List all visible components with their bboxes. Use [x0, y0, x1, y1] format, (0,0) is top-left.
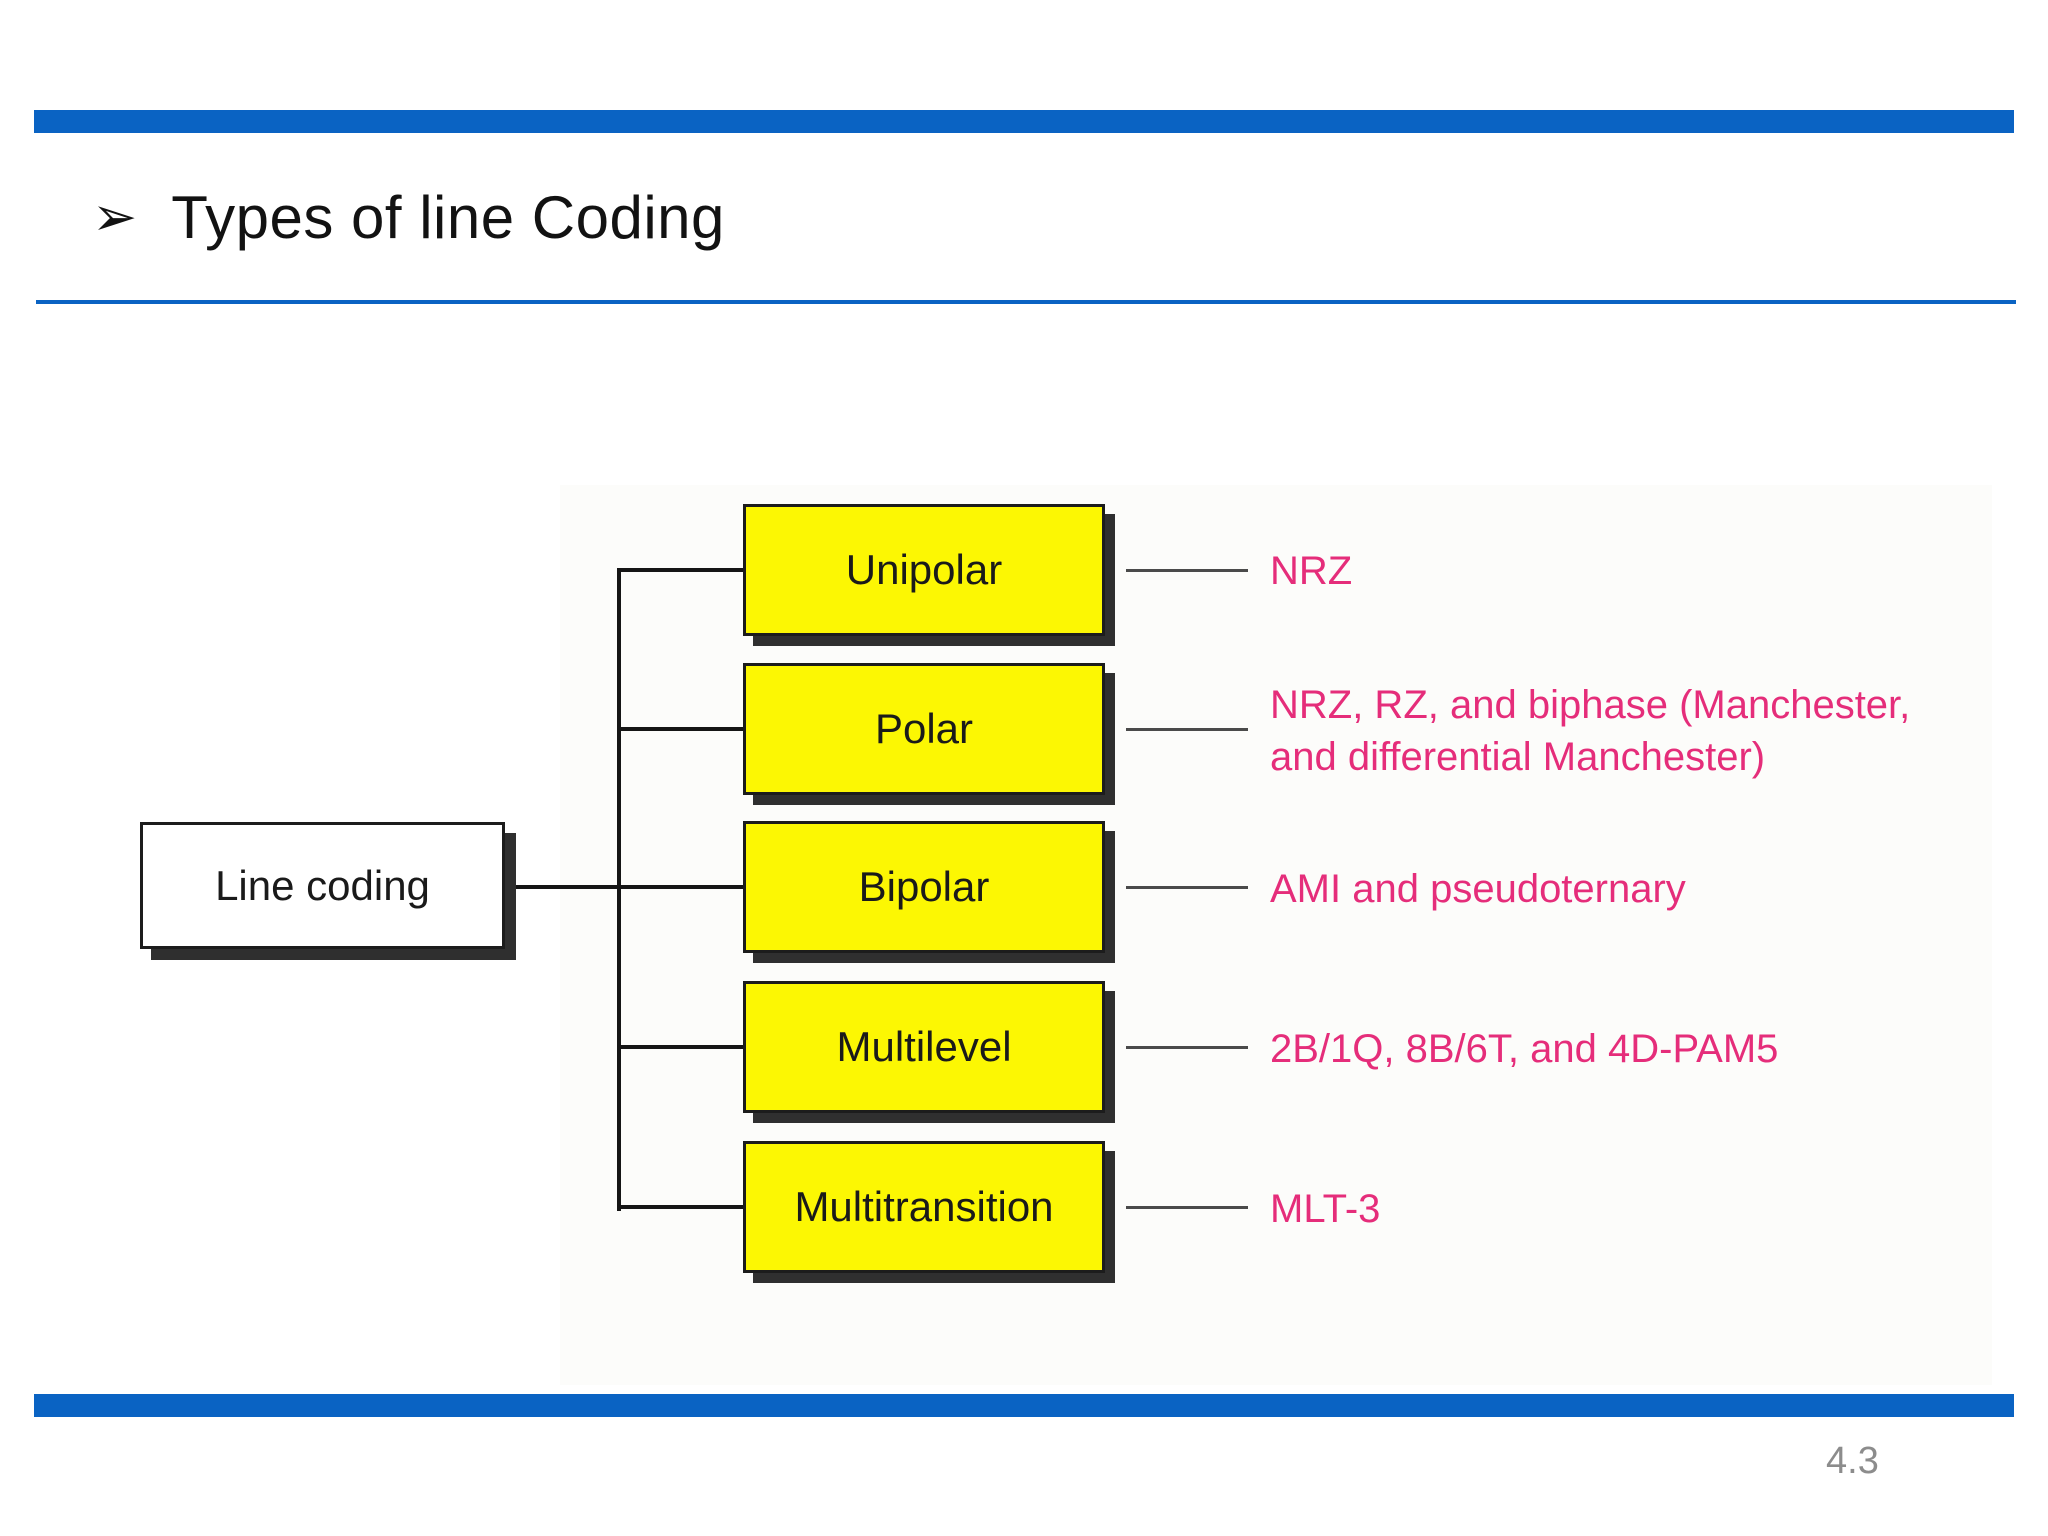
branch-line-polar [617, 727, 743, 731]
code-connector-unipolar [1126, 569, 1248, 572]
root-box-line-coding: Line coding [140, 822, 505, 949]
branch-line-multilevel [617, 1045, 743, 1049]
page-title: Types of line Coding [171, 184, 725, 251]
code-connector-polar [1126, 728, 1248, 731]
type-box-multitransition: Multitransition [743, 1141, 1105, 1273]
type-box-multilevel: Multilevel [743, 981, 1105, 1113]
branch-line-multitransition [617, 1205, 743, 1209]
title-underline-rule [36, 300, 2016, 304]
trunk-line [617, 568, 621, 1211]
code-label-polar: NRZ, RZ, and biphase (Manchester, and di… [1270, 683, 1911, 779]
code-label-multilevel: 2B/1Q, 8B/6T, and 4D-PAM5 [1270, 1027, 1779, 1071]
arrow-bullet-icon: ➢ [92, 187, 138, 247]
code-connector-bipolar [1126, 886, 1248, 889]
code-connector-multitransition [1126, 1206, 1248, 1209]
code-label-bipolar: AMI and pseudoternary [1270, 867, 1686, 911]
type-box-unipolar: Unipolar [743, 504, 1105, 636]
code-label-multitransition: MLT-3 [1270, 1187, 1381, 1231]
page-number: 4.3 [1826, 1440, 1879, 1482]
code-label-unipolar: NRZ [1270, 549, 1353, 593]
slide-header: ➢ Types of line Coding [92, 186, 725, 249]
top-accent-bar [34, 110, 2014, 133]
code-connector-multilevel [1126, 1046, 1248, 1049]
type-box-bipolar: Bipolar [743, 821, 1105, 953]
bottom-accent-bar [34, 1394, 2014, 1417]
branch-line-unipolar [617, 568, 743, 572]
type-box-polar: Polar [743, 663, 1105, 795]
